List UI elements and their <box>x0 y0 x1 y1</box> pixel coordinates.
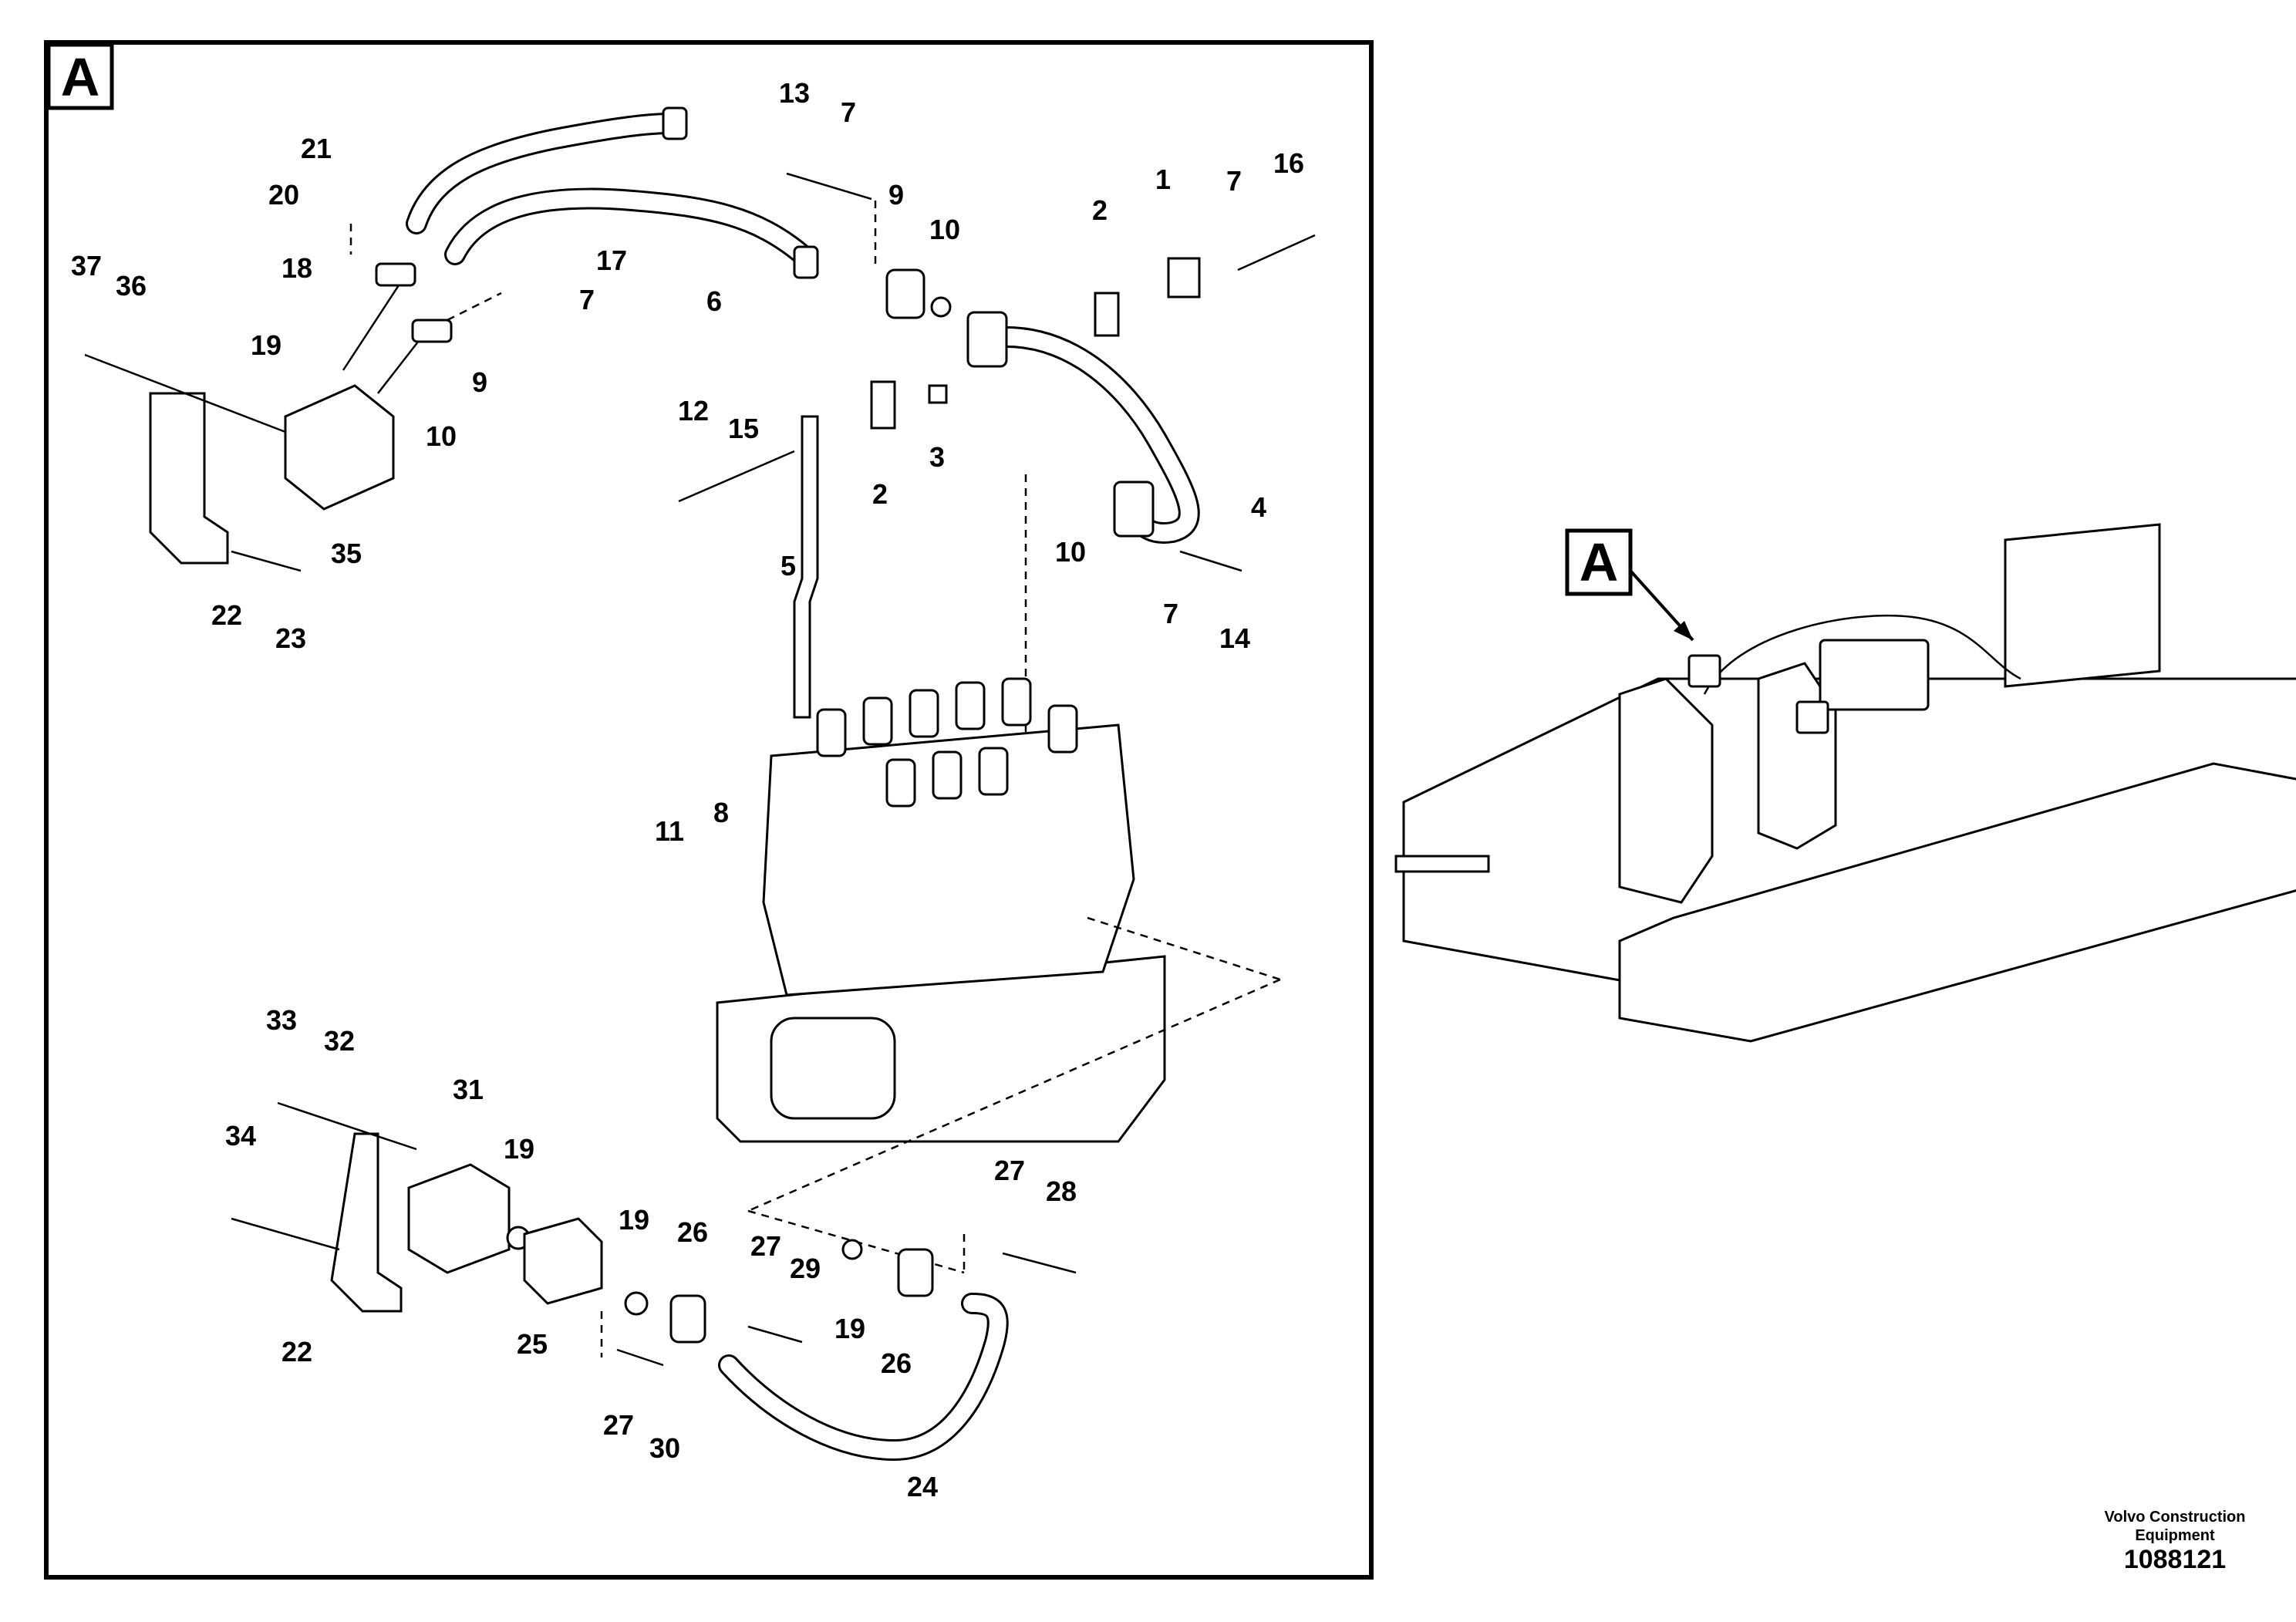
bracket-5 <box>793 415 819 719</box>
callout-26: 26 <box>881 1347 912 1379</box>
callout-15: 15 <box>728 413 759 444</box>
callout-9: 9 <box>472 366 487 398</box>
callout-30: 30 <box>649 1432 680 1464</box>
callout-4: 4 <box>1251 491 1266 523</box>
callout-27: 27 <box>603 1409 634 1441</box>
callout-14: 14 <box>1219 622 1250 654</box>
spacer-3 <box>928 384 948 404</box>
callout-35: 35 <box>331 538 362 569</box>
adapter-25 <box>523 1217 603 1305</box>
split-flange-9 <box>885 268 925 319</box>
lower-bracket <box>330 1132 403 1313</box>
overview-letter: A <box>1580 532 1619 592</box>
callout-22: 22 <box>282 1336 312 1367</box>
callout-17: 17 <box>596 244 627 276</box>
callout-6: 6 <box>706 285 722 317</box>
brand-line-1: Volvo Construction <box>2104 1509 2246 1526</box>
o-ring-10 <box>930 296 952 318</box>
detail-view-frame <box>44 40 1374 1580</box>
solenoid-block-31 <box>407 1163 511 1274</box>
callout-33: 33 <box>266 1004 297 1036</box>
control-valve <box>762 723 1135 996</box>
callout-9: 9 <box>888 179 904 211</box>
callout-20: 20 <box>268 179 299 211</box>
valve-spools <box>816 677 1078 808</box>
callout-3: 3 <box>929 441 945 473</box>
callout-19: 19 <box>504 1133 534 1165</box>
callout-7: 7 <box>579 284 595 315</box>
callout-10: 10 <box>426 420 457 452</box>
callout-37: 37 <box>71 250 102 282</box>
callout-7: 7 <box>841 96 856 128</box>
callout-32: 32 <box>324 1025 355 1057</box>
callout-7: 7 <box>1163 598 1178 629</box>
callout-25: 25 <box>517 1328 548 1360</box>
callout-27: 27 <box>994 1155 1025 1186</box>
mounting-bracket <box>149 392 229 565</box>
callout-7: 7 <box>1226 165 1242 197</box>
clamp-2 <box>1094 292 1120 337</box>
callout-26: 26 <box>677 1216 708 1248</box>
brand-line-2: Equipment <box>2135 1527 2215 1544</box>
callout-8: 8 <box>713 797 729 828</box>
callout-19: 19 <box>251 329 282 361</box>
solenoid-block-35 <box>284 384 395 511</box>
clamp-1 <box>1167 257 1201 298</box>
callout-36: 36 <box>116 270 147 302</box>
callout-28: 28 <box>1046 1175 1077 1207</box>
callout-21: 21 <box>301 133 332 164</box>
callout-16: 16 <box>1273 147 1304 179</box>
callout-29: 29 <box>790 1253 821 1284</box>
flange-lower <box>1113 481 1155 538</box>
callout-5: 5 <box>781 550 796 582</box>
callout-18: 18 <box>282 252 312 284</box>
callout-10: 10 <box>1055 536 1086 568</box>
callout-22: 22 <box>211 599 242 631</box>
callout-23: 23 <box>275 622 306 654</box>
view-letter-box <box>46 42 114 110</box>
overview-letter-box <box>1565 528 1633 596</box>
callout-19: 19 <box>619 1204 649 1236</box>
callout-2: 2 <box>872 478 888 510</box>
callout-31: 31 <box>453 1074 484 1105</box>
callout-2: 2 <box>1092 194 1108 226</box>
clamp-2b <box>870 380 896 430</box>
callout-1: 1 <box>1155 164 1171 195</box>
split-flange-26b <box>897 1248 934 1297</box>
callout-27: 27 <box>750 1230 781 1262</box>
document-number: 1088121 <box>2123 1545 2227 1574</box>
machine-frame-overview <box>1394 523 2296 1043</box>
callout-34: 34 <box>225 1120 256 1152</box>
brand-caption: Volvo Construction Equipment <box>2021 1508 2296 1545</box>
callout-24: 24 <box>907 1471 938 1502</box>
callout-12: 12 <box>678 395 709 427</box>
callout-10: 10 <box>929 214 960 245</box>
callout-13: 13 <box>779 77 810 109</box>
split-flange-26 <box>669 1294 706 1344</box>
callout-19: 19 <box>834 1313 865 1344</box>
flange-upper <box>966 311 1008 368</box>
view-letter: A <box>61 47 100 107</box>
callout-11: 11 <box>655 815 684 847</box>
